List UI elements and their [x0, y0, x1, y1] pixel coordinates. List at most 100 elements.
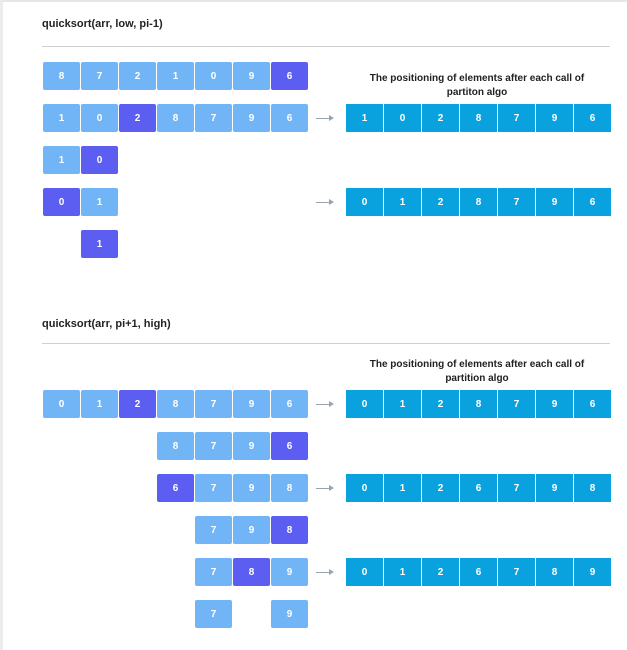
result-cell: 6	[460, 474, 497, 502]
array-cell: 7	[195, 558, 232, 586]
s1-step-5-array: 1	[43, 230, 119, 258]
array-cell: 7	[195, 104, 232, 132]
result-cell: 1	[384, 558, 421, 586]
array-cell: 8	[157, 104, 194, 132]
pivot-cell: 6	[271, 62, 308, 90]
result-cell: 8	[460, 104, 497, 132]
result-cell: 6	[574, 390, 611, 418]
result-cell: 8	[460, 188, 497, 216]
array-cell: 8	[157, 432, 194, 460]
array-cell: 1	[81, 188, 118, 216]
array-cell: 2	[119, 62, 156, 90]
result-cell: 7	[498, 390, 535, 418]
array-cell: 1	[43, 104, 80, 132]
array-cell: 0	[81, 104, 118, 132]
array-cell: 9	[233, 432, 270, 460]
pivot-cell: 1	[81, 230, 118, 258]
array-cell: 8	[43, 62, 80, 90]
array-cell: 8	[157, 390, 194, 418]
empty-slot	[43, 600, 80, 628]
pivot-cell: 6	[157, 474, 194, 502]
array-cell: 9	[233, 474, 270, 502]
array-cell: 8	[271, 474, 308, 502]
result-cell: 6	[574, 188, 611, 216]
empty-slot	[119, 600, 156, 628]
result-cell: 7	[498, 104, 535, 132]
result-cell: 6	[460, 558, 497, 586]
empty-slot	[81, 558, 118, 586]
pivot-cell: 2	[119, 104, 156, 132]
result-cell: 1	[384, 188, 421, 216]
result-cell: 9	[574, 558, 611, 586]
section-1-heading: quicksort(arr, low, pi-1)	[42, 18, 163, 30]
array-cell: 7	[195, 600, 232, 628]
s1-step-2-arrow	[316, 113, 334, 123]
result-cell: 1	[384, 474, 421, 502]
result-cell: 2	[422, 558, 459, 586]
section-2-heading: quicksort(arr, pi+1, high)	[42, 318, 171, 330]
array-cell: 1	[157, 62, 194, 90]
array-cell: 1	[81, 390, 118, 418]
s2-step-5-arrow	[316, 567, 334, 577]
empty-slot	[157, 516, 194, 544]
result-cell: 9	[536, 474, 573, 502]
result-cell: 8	[460, 390, 497, 418]
array-cell: 9	[233, 104, 270, 132]
array-cell: 0	[195, 62, 232, 90]
empty-slot	[43, 516, 80, 544]
empty-slot	[119, 474, 156, 502]
result-cell: 0	[384, 104, 421, 132]
empty-slot	[43, 474, 80, 502]
result-cell: 8	[536, 558, 573, 586]
array-cell: 9	[233, 390, 270, 418]
pivot-cell: 0	[81, 146, 118, 174]
array-cell: 7	[195, 432, 232, 460]
s2-step-1-arrow	[316, 399, 334, 409]
s2-step-3-arrow	[316, 483, 334, 493]
array-cell: 6	[271, 390, 308, 418]
array-cell: 9	[271, 600, 308, 628]
empty-slot	[119, 516, 156, 544]
array-cell: 9	[271, 558, 308, 586]
result-cell: 9	[536, 188, 573, 216]
empty-slot	[81, 432, 118, 460]
empty-slot	[43, 432, 80, 460]
result-cell: 7	[498, 558, 535, 586]
result-cell: 7	[498, 188, 535, 216]
pivot-cell: 0	[43, 188, 80, 216]
empty-slot	[81, 600, 118, 628]
array-cell: 7	[81, 62, 118, 90]
result-cell: 1	[384, 390, 421, 418]
pivot-cell: 8	[271, 516, 308, 544]
result-cell: 2	[422, 474, 459, 502]
section-2-note: The positioning of elements after each c…	[369, 359, 585, 384]
result-cell: 2	[422, 188, 459, 216]
empty-slot	[119, 558, 156, 586]
array-cell: 0	[43, 390, 80, 418]
result-cell: 6	[574, 104, 611, 132]
result-cell: 0	[346, 188, 383, 216]
result-cell: 9	[536, 104, 573, 132]
array-cell: 7	[195, 390, 232, 418]
section-2-rule	[42, 343, 610, 344]
pivot-cell: 8	[233, 558, 270, 586]
empty-slot	[233, 600, 270, 628]
result-cell: 9	[536, 390, 573, 418]
result-cell: 2	[422, 390, 459, 418]
s1-step-4-arrow	[316, 197, 334, 207]
empty-slot	[157, 558, 194, 586]
result-cell: 0	[346, 474, 383, 502]
result-cell: 7	[498, 474, 535, 502]
